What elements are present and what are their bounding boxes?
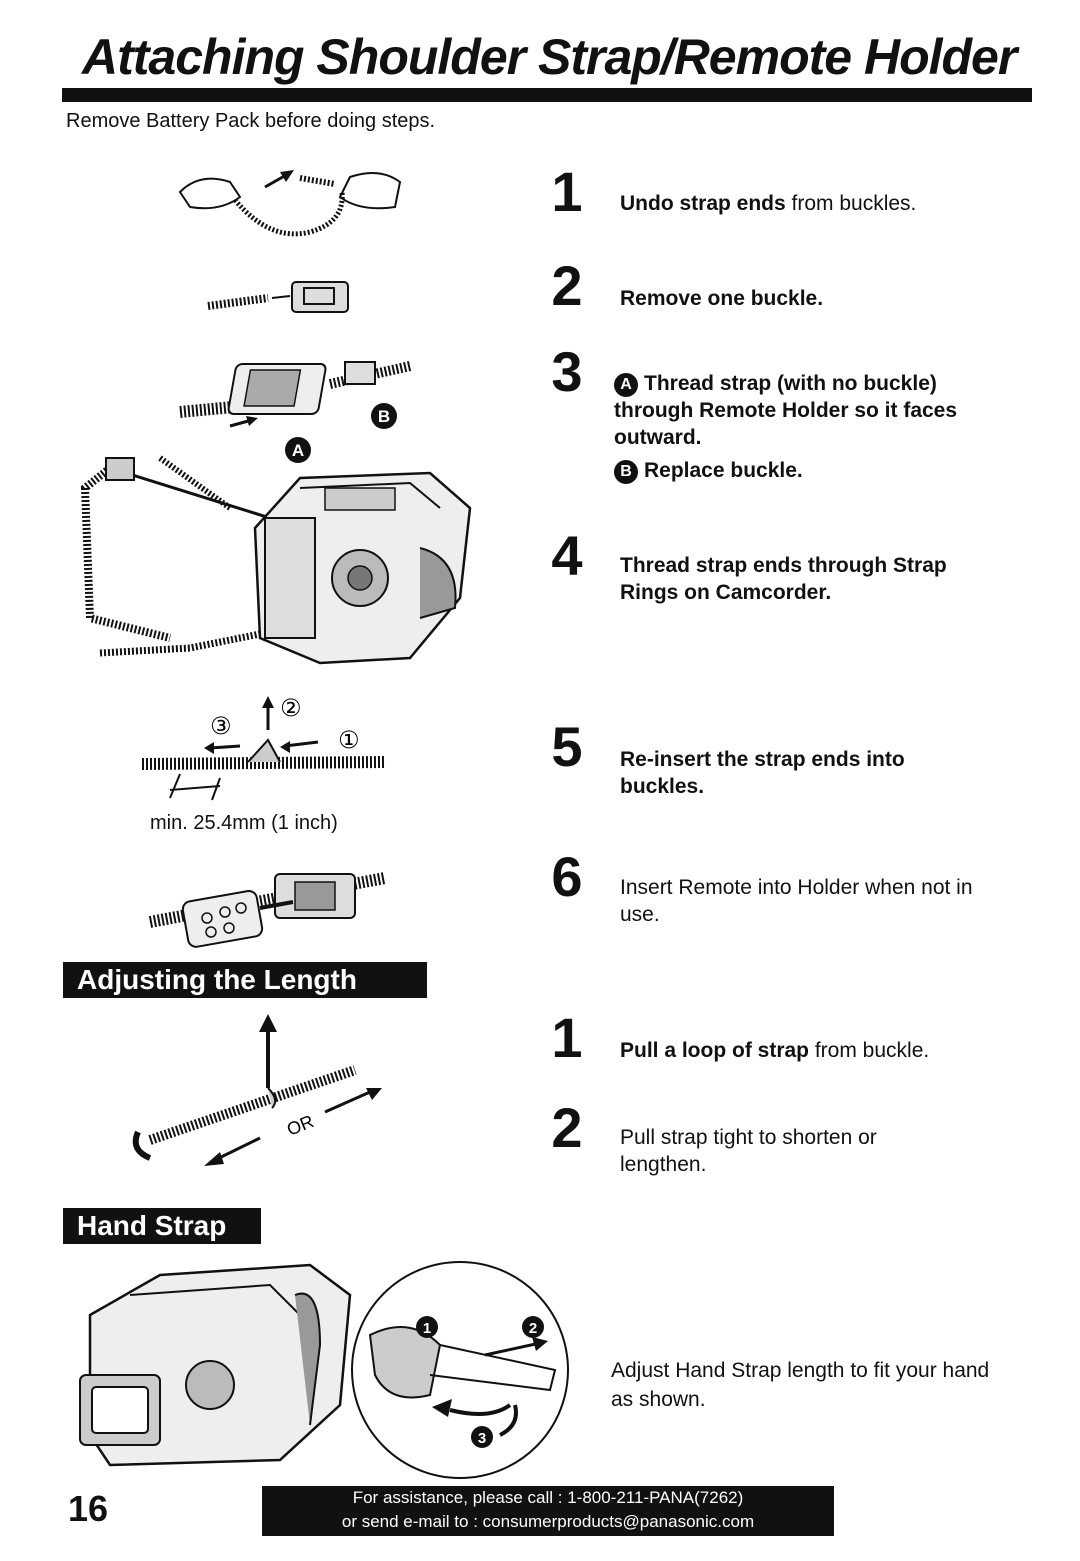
- step-1-bold: Undo strap ends: [620, 192, 786, 215]
- buckle-reinsert-illustration: ③ ② ①: [141, 694, 386, 801]
- remote-holder-threading-illustration: B A: [179, 361, 412, 463]
- step-text-4: Thread strap ends through Strap Rings on…: [620, 554, 947, 604]
- page-subtitle: Remove Battery Pack before doing steps.: [66, 110, 436, 132]
- step-number-4: 4: [551, 524, 583, 587]
- arrow-label-3: ③: [210, 712, 232, 740]
- step-3-a-text: Thread strap (with no buckle) through Re…: [614, 372, 958, 449]
- hs-callout-1: 1: [423, 1320, 431, 1337]
- step-text-6: Insert Remote into Holder when not in us…: [620, 876, 973, 926]
- page-number: 16: [68, 1488, 109, 1529]
- adjust-step-1-rest: from buckle.: [809, 1039, 930, 1062]
- camcorder-strap-illustration: [80, 455, 472, 665]
- adjust-step-1-bold: Pull a loop of strap: [620, 1039, 810, 1062]
- title-rule: [62, 88, 1032, 102]
- section-hand-strap: Hand Strap: [63, 1208, 261, 1244]
- step-number-6: 6: [551, 845, 583, 908]
- buckle-removed-illustration: [207, 281, 349, 313]
- or-label: OR: [284, 1111, 317, 1140]
- hand-strap-illustration: 1 2 3: [79, 1261, 569, 1479]
- arrow-label-1: ①: [338, 726, 360, 754]
- callout-a: A: [292, 441, 304, 460]
- remote-inserted-illustration: [148, 872, 387, 948]
- step-3-b-text: Replace buckle.: [644, 459, 803, 482]
- adjust-step-text-2: Pull strap tight to shorten or lengthen.: [620, 1126, 877, 1176]
- adjust-length-illustration: OR: [132, 1014, 382, 1166]
- strap-hands-illustration: [178, 170, 402, 237]
- hs-callout-3: 3: [478, 1430, 486, 1447]
- hs-callout-2: 2: [529, 1320, 537, 1337]
- step-3-a-badge: A: [614, 373, 638, 397]
- step-3b: B Replace buckle.: [614, 457, 1004, 484]
- step-number-1: 1: [551, 160, 583, 223]
- adjust-step-text-1: Pull a loop of strap from buckle.: [620, 1037, 1040, 1064]
- footer-line-1: For assistance, please call : 1-800-211-…: [352, 1488, 744, 1507]
- step-text-5: Re-insert the strap ends into buckles.: [620, 748, 905, 798]
- step-number-2: 2: [551, 254, 583, 317]
- min-length-label: min. 25.4mm (1 inch): [150, 812, 338, 834]
- hand-strap-text: Adjust Hand Strap length to fit your han…: [611, 1359, 990, 1411]
- footer-line-2: or send e-mail to : consumerproducts@pan…: [341, 1512, 755, 1531]
- step-text-1: Undo strap ends from buckles.: [620, 190, 1040, 217]
- step-text-2: Remove one buckle.: [620, 287, 824, 310]
- step-number-3: 3: [551, 340, 583, 403]
- step-number-5: 5: [551, 715, 583, 778]
- step-1-rest: from buckles.: [785, 192, 917, 215]
- adjust-step-number-2: 2: [551, 1096, 583, 1159]
- arrow-label-2: ②: [280, 694, 302, 722]
- page-title: Attaching Shoulder Strap/Remote Holder: [82, 29, 1017, 85]
- section-adjusting-length: Adjusting the Length: [63, 962, 427, 998]
- step-3-b-badge: B: [614, 460, 638, 484]
- adjust-step-number-1: 1: [551, 1006, 583, 1069]
- callout-b: B: [378, 407, 390, 426]
- assistance-footer: For assistance, please call : 1-800-211-…: [262, 1486, 834, 1536]
